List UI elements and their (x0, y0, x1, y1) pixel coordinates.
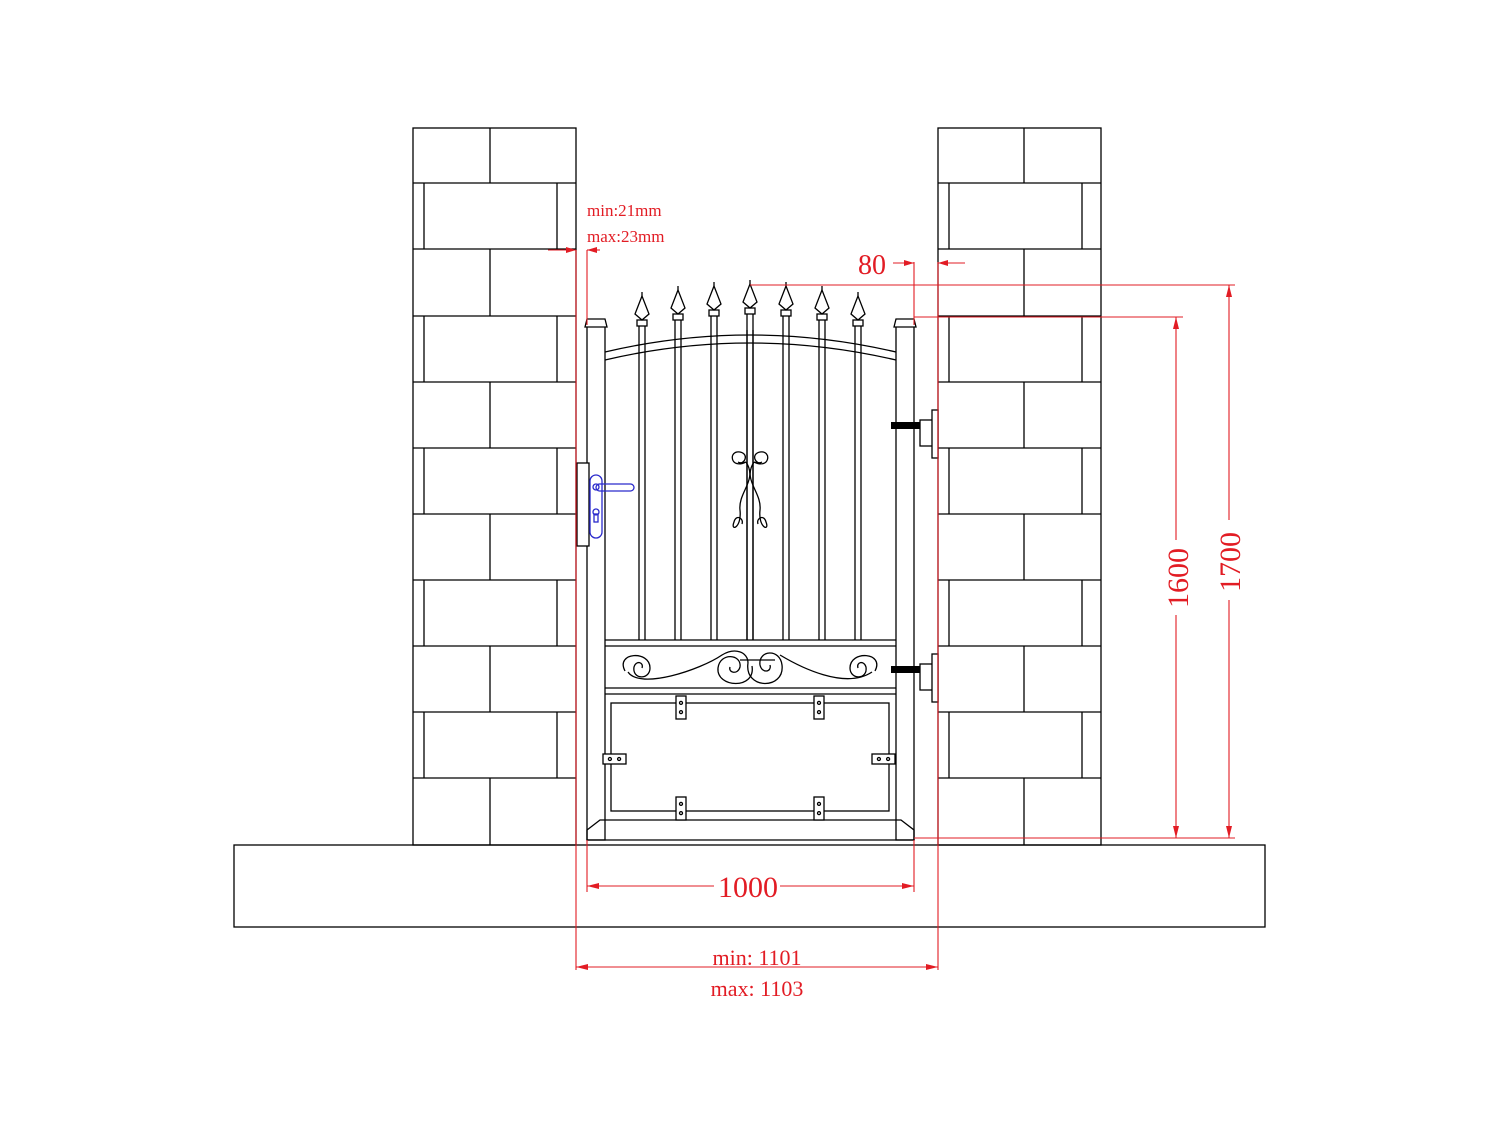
gate-right-post-cap (893, 318, 917, 328)
panel-bracket (602, 753, 627, 765)
spear-bar (706, 282, 722, 640)
scroll-ornament-row (622, 650, 878, 685)
gate-top-arch (604, 334, 897, 353)
spear-bars (634, 280, 866, 640)
gate-width-label: 1000 (718, 871, 778, 904)
hinge-icon (891, 409, 939, 459)
hinge-icon (891, 653, 939, 703)
panel-bracket (813, 695, 825, 720)
opening-max-label: max: 1103 (711, 976, 804, 1001)
gate-height-label: 1600 (1162, 548, 1195, 608)
right-brick-pillar (937, 127, 1102, 846)
spear-bar (814, 286, 830, 640)
gate-left-post (586, 324, 606, 841)
spear-bar (634, 292, 650, 640)
opening-min-label: min: 1101 (712, 945, 801, 970)
panel-bracket (675, 796, 687, 821)
gap-tolerance-min-label: min:21mm (587, 201, 662, 220)
gate-left-post-cap (584, 318, 608, 328)
door-handle-icon[interactable] (589, 474, 635, 539)
ground-slab (233, 844, 1266, 928)
dimension-annotations: min:21mm max:23mm 80 1700 1600 1000 (548, 201, 1247, 1001)
gate-bottom-sill (586, 819, 915, 841)
spear-bar (670, 286, 686, 640)
gate (576, 280, 939, 841)
gate-bottom-panel (610, 702, 890, 812)
left-brick-pillar (412, 127, 577, 846)
panel-brackets (602, 695, 896, 821)
panel-bracket (813, 796, 825, 821)
panel-bracket (871, 753, 896, 765)
overall-height-label: 1700 (1214, 532, 1247, 592)
spear-bar (850, 292, 866, 640)
latch-strike-plate (576, 462, 590, 547)
central-scroll-ornament (731, 451, 769, 528)
gate-right-post (895, 324, 915, 841)
gap-tolerance-max-label: max:23mm (587, 227, 664, 246)
pillar-offset-label: 80 (858, 250, 886, 281)
panel-bracket (675, 695, 687, 720)
gate-top-arch-inner (604, 342, 897, 361)
spear-bar (778, 282, 794, 640)
